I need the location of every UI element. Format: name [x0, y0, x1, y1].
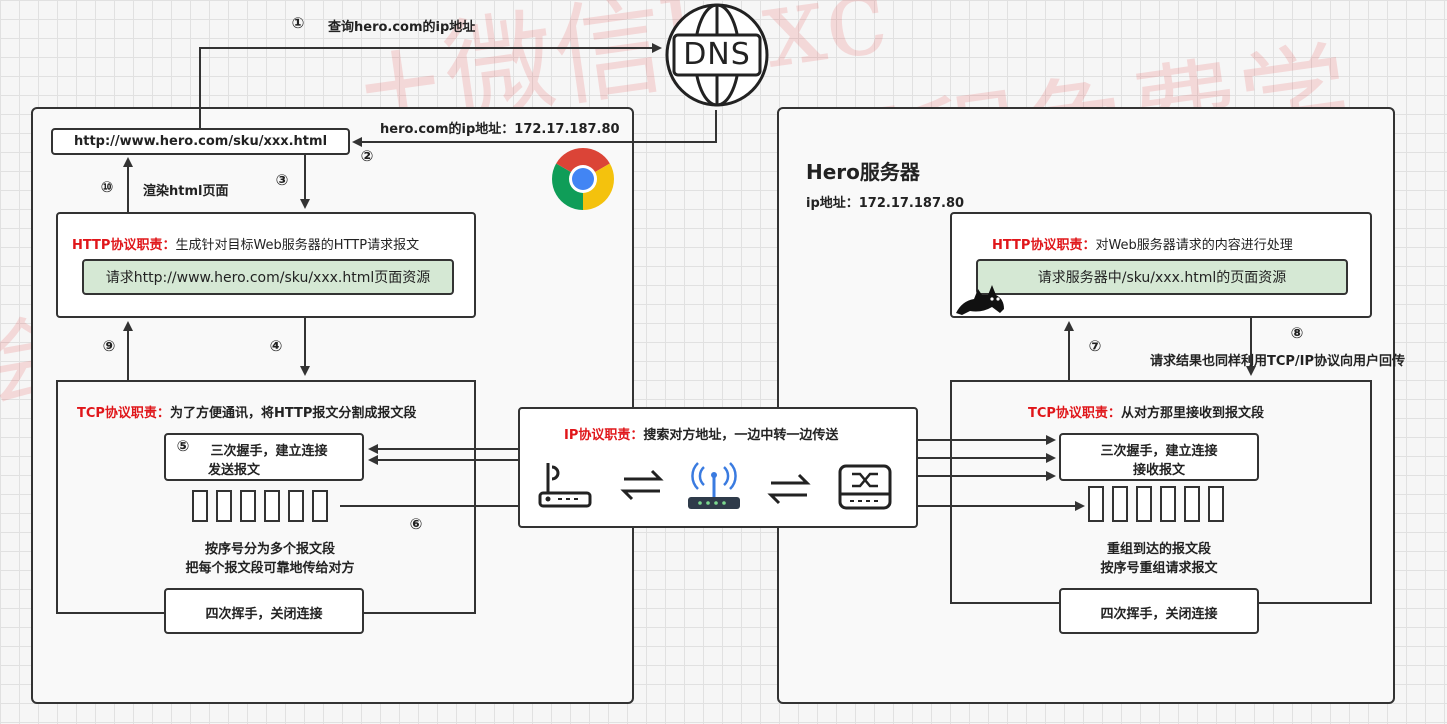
- client-close-text: 四次挥手，关闭连接: [205, 607, 323, 622]
- client-segment: [240, 490, 256, 522]
- step-3-number: ③: [275, 171, 289, 189]
- server-segment: [1112, 486, 1128, 522]
- server-reassemble-line1: 重组到达的报文段: [1106, 542, 1211, 557]
- swap-arrows-icon: [620, 467, 664, 501]
- client-segment: [288, 490, 304, 522]
- server-segment: [1088, 486, 1104, 522]
- chrome-logo-icon: [550, 146, 616, 212]
- step-1-number: ①: [291, 14, 305, 32]
- server-close-box: 四次挥手，关闭连接: [1059, 588, 1259, 634]
- client-segment: [312, 490, 328, 522]
- step-8-number: ⑧: [1290, 324, 1304, 342]
- step-6-number: ⑥: [409, 515, 423, 533]
- server-tcp-desc: 从对方那里接收到报文段: [1120, 406, 1264, 421]
- server-segment: [1184, 486, 1200, 522]
- client-tcp-header: TCP协议职责：为了方便通讯，将HTTP报文分割成报文段: [77, 402, 416, 421]
- step-2-text: hero.com的ip地址：172.17.187.80: [380, 122, 620, 137]
- browser-url-text: http://www.hero.com/sku/xxx.html: [73, 134, 328, 149]
- step-10-number: ⑩: [100, 178, 114, 196]
- ip-header: IP协议职责：搜索对方地址，一边中转一边传送: [564, 424, 838, 443]
- tomcat-cat-icon: [952, 283, 1008, 317]
- server-handshake-line2: 接收报文: [1132, 463, 1185, 478]
- server-ip: ip地址：172.17.187.80: [806, 196, 965, 211]
- client-http-request-text: 请求http://www.hero.com/sku/xxx.html页面资源: [105, 270, 431, 286]
- client-http-title: HTTP协议职责：: [72, 238, 176, 253]
- server-segment: [1160, 486, 1176, 522]
- step-10-text: 渲染html页面: [143, 184, 229, 199]
- server-http-request-text: 请求服务器中/sku/xxx.html的页面资源: [1037, 270, 1287, 286]
- client-handshake-line2: 发送报文: [207, 463, 260, 478]
- ip-title: IP协议职责：: [564, 428, 644, 443]
- step-7-number: ⑦: [1088, 337, 1102, 355]
- client-segment: [192, 490, 208, 522]
- step-2-number: ②: [360, 147, 374, 165]
- step-9-number: ⑨: [102, 337, 116, 355]
- server-http-header: HTTP协议职责：对Web服务器请求的内容进行处理: [992, 234, 1293, 253]
- step-4-number: ④: [269, 337, 283, 355]
- step-8-text: 请求结果也同样利用TCP/IP协议向用户回传: [1150, 354, 1406, 369]
- server-handshake-box: [1059, 433, 1259, 481]
- dns-label: DNS: [683, 37, 751, 72]
- server-http-title: HTTP协议职责：: [992, 238, 1096, 253]
- server-tcp-title: TCP协议职责：: [1028, 406, 1121, 421]
- client-segment: [264, 490, 280, 522]
- client-handshake-box: [164, 433, 364, 481]
- dns-globe-icon: DNS: [664, 2, 770, 108]
- server-close-text: 四次挥手，关闭连接: [1100, 607, 1218, 622]
- browser-url-box: http://www.hero.com/sku/xxx.html: [51, 128, 350, 155]
- client-close-box: 四次挥手，关闭连接: [164, 588, 364, 634]
- server-http-desc: 对Web服务器请求的内容进行处理: [1095, 238, 1293, 253]
- client-tcp-desc: 为了方便通讯，将HTTP报文分割成报文段: [169, 406, 417, 421]
- server-reassemble-line2: 按序号重组请求报文: [1100, 561, 1218, 576]
- router-icon: [538, 459, 594, 509]
- client-http-request-box: 请求http://www.hero.com/sku/xxx.html页面资源: [82, 259, 454, 295]
- server-title: Hero服务器: [806, 160, 920, 184]
- ip-layer-box: IP协议职责：搜索对方地址，一边中转一边传送: [518, 407, 918, 528]
- switch-icon: [838, 464, 892, 510]
- client-tcp-title: TCP协议职责：: [77, 406, 170, 421]
- client-split-line2: 把每个报文段可靠地传给对方: [185, 561, 355, 576]
- server-segment: [1136, 486, 1152, 522]
- wifi-router-icon: [686, 457, 742, 513]
- server-tcp-header: TCP协议职责：从对方那里接收到报文段: [1028, 402, 1264, 421]
- client-handshake-line1: 三次握手，建立连接: [210, 444, 328, 459]
- swap-arrows-icon: [767, 471, 811, 505]
- client-segment: [216, 490, 232, 522]
- step-5-number: ⑤: [176, 437, 190, 455]
- client-http-desc: 生成针对目标Web服务器的HTTP请求报文: [175, 238, 420, 253]
- ip-desc: 搜索对方地址，一边中转一边传送: [643, 428, 839, 443]
- step-1-text: 查询hero.com的ip地址: [328, 20, 476, 35]
- client-http-header: HTTP协议职责：生成针对目标Web服务器的HTTP请求报文: [72, 234, 419, 253]
- server-segment: [1208, 486, 1224, 522]
- server-http-request-box: 请求服务器中/sku/xxx.html的页面资源: [976, 259, 1348, 295]
- client-split-line1: 按序号分为多个报文段: [204, 542, 335, 557]
- server-handshake-line1: 三次握手，建立连接: [1100, 444, 1218, 459]
